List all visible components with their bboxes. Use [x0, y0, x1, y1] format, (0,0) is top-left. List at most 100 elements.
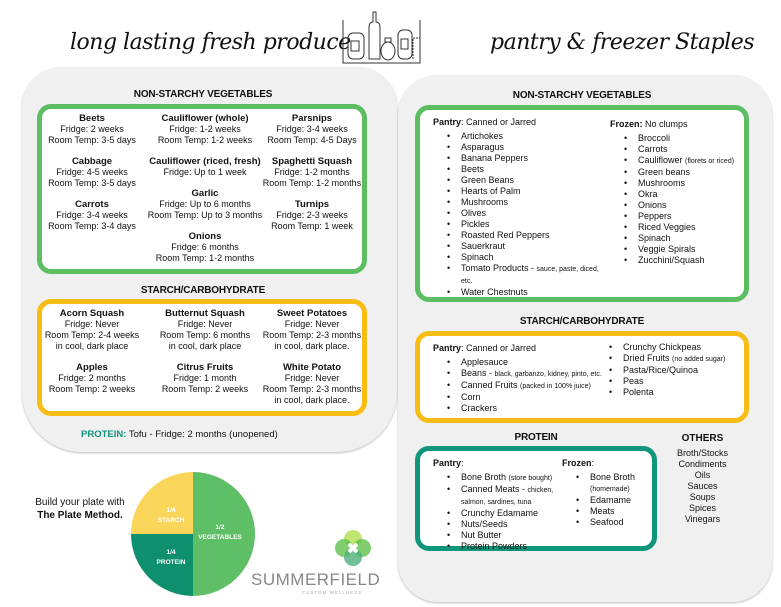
item-name: Nut Butter: [461, 530, 502, 540]
item-name: Corn: [461, 392, 481, 402]
storage-item: Cauliflower (riced, fresh)Fridge: Up to …: [145, 156, 265, 178]
item-name: Sauerkraut: [461, 241, 506, 251]
list-heading-label: Frozen:: [610, 119, 643, 129]
pie-starch-slice: [131, 472, 193, 534]
storage-duration: in cool, dark place: [55, 341, 129, 351]
storage-duration: Fridge: Up to 6 months: [159, 199, 251, 209]
fresh-nonstarchy-title: NON-STARCHY VEGETABLES: [133, 89, 273, 100]
item-name: Olives: [461, 208, 487, 218]
others-item: Vinegars: [684, 514, 721, 524]
item-name: Banana Peppers: [461, 153, 529, 163]
produce-name: Cauliflower (whole): [161, 113, 249, 124]
item-note: (store bought): [508, 475, 553, 482]
list-item: Applesauce: [447, 357, 613, 368]
staples-list: Crunchy ChickpeasDried Fruits (no added …: [609, 342, 725, 398]
pie-vegetables-slice: [193, 472, 255, 596]
item-note: chicken, salmon, sardines, tuna: [461, 487, 554, 506]
list-item: Pasta/Rice/Quinoa: [609, 365, 725, 376]
item-name: Pickles: [461, 219, 490, 229]
pie-vegetables-label: VEGETABLES: [198, 534, 242, 541]
list-item: Protein Powders: [447, 541, 558, 552]
list-item: Beans - black, garbanzo, kidney, pinto, …: [447, 368, 613, 380]
list-item: Roasted Red Peppers: [447, 230, 603, 241]
produce-name: Garlic: [191, 188, 219, 199]
list-heading-note: : Canned or Jarred: [461, 343, 537, 353]
plate-method-caption: Build your plate with The Plate Method.: [30, 496, 130, 522]
item-name: Onions: [638, 200, 667, 210]
fresh-nonstarchy-box: [37, 104, 367, 274]
item-name: Seafood: [590, 517, 624, 527]
logo-wordmark: SUMMERFIELD: [251, 570, 381, 589]
storage-duration: Room Temp: 2-4 weeks: [44, 330, 140, 340]
list-item: Crunchy Edamame: [447, 508, 558, 519]
list-item: Tomato Products - sauce, paste, diced, e…: [447, 263, 603, 287]
summerfield-logo-icon: [335, 530, 371, 566]
storage-duration: Fridge: Never: [284, 319, 340, 329]
storage-duration: Room Temp: 4-5 Days: [267, 135, 357, 145]
list-item: Beets: [447, 164, 603, 175]
produce-name: Parsnips: [291, 113, 333, 124]
staples-list: Pantry:Bone Broth (store bought)Canned M…: [433, 458, 558, 552]
staples-list: Pantry: Canned or JarredArtichokesAspara…: [433, 117, 603, 298]
produce-name: Onions: [188, 231, 222, 242]
item-name: Peppers: [638, 211, 672, 221]
produce-name: Acorn Squash: [59, 308, 125, 319]
item-name: Okra: [638, 189, 658, 199]
item-name: Mushrooms: [461, 197, 509, 207]
list-item: Zucchini/Squash: [624, 255, 734, 266]
list-item: Peas: [609, 376, 725, 387]
pie-starch-fraction: 1/4: [166, 507, 175, 514]
list-item: Canned Meats - chicken, salmon, sardines…: [447, 484, 558, 508]
others-item: Sauces: [687, 481, 718, 491]
list-item: Dried Fruits (no added sugar): [609, 353, 725, 365]
storage-duration: Fridge: 1-2 months: [274, 167, 350, 177]
item-name: Spinach: [638, 233, 671, 243]
item-name: Carrots: [638, 144, 668, 154]
list-item: Peppers: [624, 211, 734, 222]
storage-duration: Fridge: Never: [284, 373, 340, 383]
bullet-list: ApplesauceBeans - black, garbanzo, kidne…: [433, 357, 613, 414]
storage-duration: Fridge: 3-4 weeks: [276, 124, 348, 134]
produce-name: Citrus Fruits: [176, 362, 234, 373]
storage-duration: Room Temp: 2-3 months: [262, 330, 362, 340]
list-item: Mushrooms: [624, 178, 734, 189]
list-item: Veggie Spirals: [624, 244, 734, 255]
produce-name: Butternut Squash: [165, 308, 245, 319]
list-item: Seafood: [576, 517, 647, 528]
produce-name: White Potato: [282, 362, 342, 373]
storage-duration: Fridge: 1 month: [173, 373, 237, 383]
staples-list: Frozen:Bone Broth (homemade)EdamameMeats…: [562, 458, 647, 528]
item-note: (no added sugar): [672, 356, 726, 363]
list-item: Mushrooms: [447, 197, 603, 208]
list-item: Olives: [447, 208, 603, 219]
item-name: Applesauce: [461, 357, 509, 367]
list-heading: Pantry: Canned or Jarred: [433, 117, 603, 128]
logo-tagline: CUSTOM WELLNESS: [302, 590, 363, 595]
item-name: Crackers: [461, 403, 498, 413]
list-item: Crunchy Chickpeas: [609, 342, 725, 353]
list-item: Edamame: [576, 495, 647, 506]
list-item: Polenta: [609, 387, 725, 398]
bullet-list: Bone Broth (store bought)Canned Meats - …: [433, 472, 558, 552]
item-name: Crunchy Chickpeas: [623, 342, 702, 352]
storage-duration: Fridge: 2 weeks: [60, 124, 124, 134]
item-name: Artichokes: [461, 131, 504, 141]
item-note: black, garbanzo, kidney, pinto, etc.: [494, 371, 602, 378]
storage-duration: Room Temp: 6 months: [159, 330, 251, 340]
storage-duration: Fridge: Never: [64, 319, 120, 329]
list-heading-note: No clumps: [642, 119, 688, 129]
staples-starch-title: STARCH/CARBOHYDRATE: [519, 316, 645, 327]
storage-duration: Fridge: 4-5 weeks: [56, 167, 128, 177]
item-name: Broccoli: [638, 133, 671, 143]
item-name: Polenta: [623, 387, 654, 397]
list-item: Okra: [624, 189, 734, 200]
staples-list: Frozen: No clumpsBroccoliCarrotsCauliflo…: [610, 119, 734, 266]
